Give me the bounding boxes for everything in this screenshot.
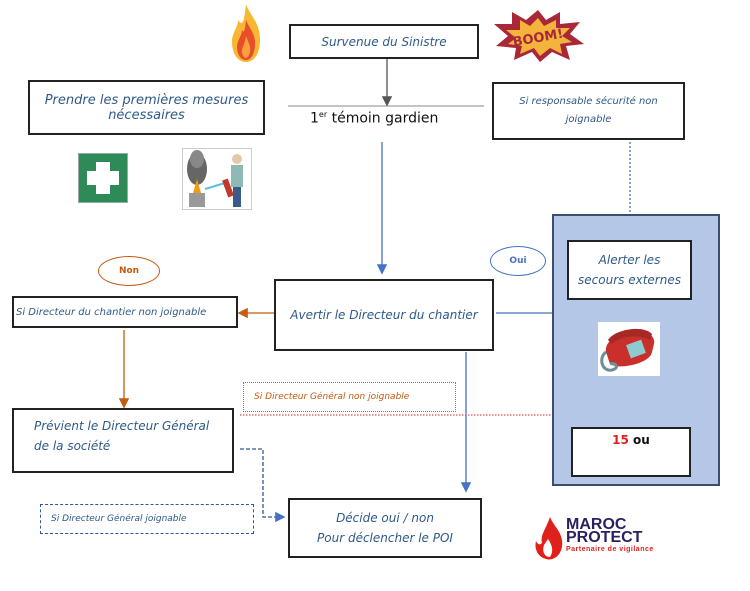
node-previent-dg-line2: de la société	[34, 439, 111, 453]
logo-line1: MAROC	[566, 516, 627, 533]
temoin-text: témoin gardien	[327, 110, 439, 127]
telephone-icon	[598, 322, 660, 376]
node-dg-non-joignable-label: Si Directeur Général non joignable	[254, 392, 410, 402]
badge-oui: Oui	[490, 246, 546, 276]
first-aid-icon	[78, 153, 128, 203]
emergency-number: 15	[612, 433, 629, 447]
node-survenue-sinistre: Survenue du Sinistre	[289, 24, 479, 59]
node-decide-poi: Décide oui / non Pour déclencher le POI	[288, 498, 482, 558]
node-responsable-line1: Si responsable sécurité non	[519, 96, 658, 107]
node-previent-directeur-general: Prévient le Directeur Général de la soci…	[12, 408, 234, 473]
maroc-protect-logo: MAROC PROTECT Partenaire de vigilance	[532, 515, 702, 565]
node-directeur-chantier-non-joignable-label: Si Directeur du chantier non joignable	[16, 306, 207, 318]
node-survenue-sinistre-label: Survenue du Sinistre	[321, 34, 447, 49]
badge-oui-label: Oui	[509, 256, 527, 266]
node-alerter-line1: Alerter les	[598, 253, 661, 267]
node-premieres-mesures: Prendre les premières mesures nécessaire…	[28, 80, 265, 135]
node-dg-joignable: Si Directeur Général joignable	[40, 504, 254, 534]
node-decide-line1: Décide oui / non	[336, 511, 434, 525]
node-temoin-gardien: 1er témoin gardien	[310, 110, 438, 127]
node-alerter-line2: secours externes	[578, 273, 681, 287]
badge-non-label: Non	[118, 266, 140, 276]
node-previent-dg-line1: Prévient le Directeur Général	[34, 419, 210, 433]
logo-flame-icon	[535, 517, 563, 560]
node-dg-non-joignable: Si Directeur Général non joignable	[243, 382, 456, 412]
boom-icon: BOOM!	[490, 8, 586, 64]
node-responsable-non-joignable: Si responsable sécurité non joignable	[492, 82, 685, 140]
node-avertir-directeur-chantier: Avertir le Directeur du chantier	[274, 279, 494, 351]
fire-extinguisher-icon	[182, 148, 252, 210]
arrow-dg-decide	[240, 448, 286, 523]
node-directeur-chantier-non-joignable: Si Directeur du chantier non joignable	[12, 296, 238, 328]
badge-non: Non	[98, 256, 160, 286]
temoin-number: 1	[310, 110, 319, 127]
logo-line2: PROTECT	[566, 529, 643, 546]
node-premieres-mesures-line1: Prendre les premières mesures	[44, 92, 249, 108]
node-emergency-number: 15 ou	[571, 427, 691, 477]
node-alerter-secours-externes: Alerter les secours externes	[567, 240, 692, 300]
temoin-superscript: er	[318, 110, 328, 119]
logo-tagline: Partenaire de vigilance	[566, 546, 654, 553]
node-premieres-mesures-line2: nécessaires	[108, 107, 185, 123]
node-responsable-line2: joignable	[565, 114, 612, 125]
fire-icon	[226, 2, 266, 64]
node-dg-joignable-label: Si Directeur Général joignable	[51, 514, 187, 524]
emergency-or: ou	[628, 433, 650, 447]
node-avertir-directeur-chantier-label: Avertir le Directeur du chantier	[290, 308, 478, 322]
node-decide-line2: Pour déclencher le POI	[317, 531, 453, 545]
